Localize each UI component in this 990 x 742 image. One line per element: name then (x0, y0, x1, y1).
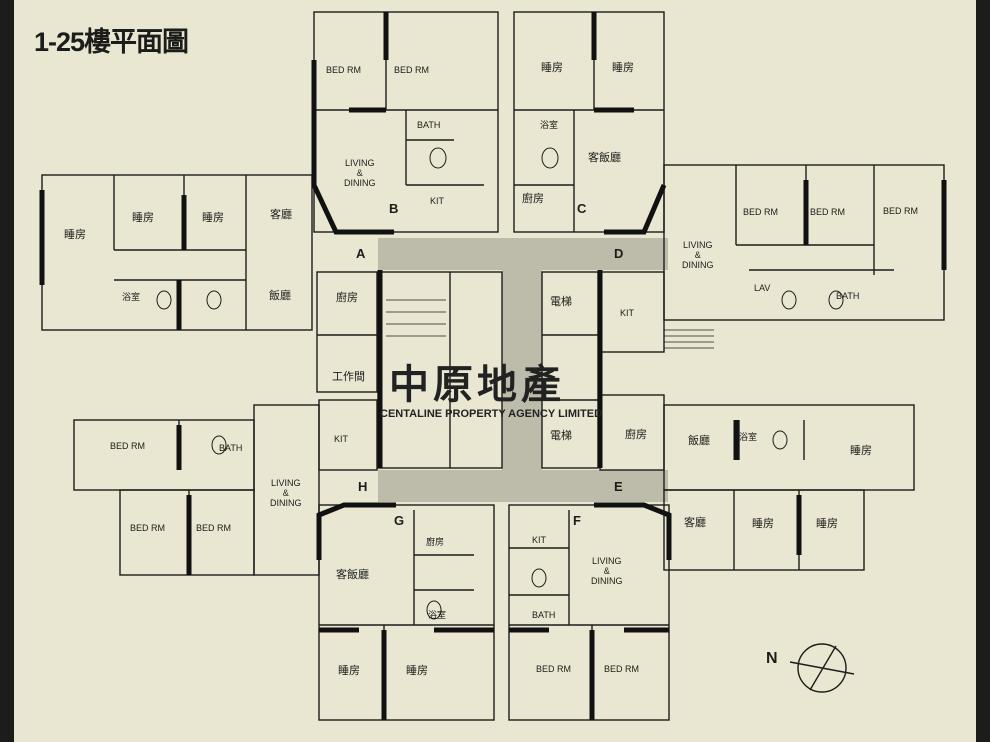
room-label: 廚房 (522, 193, 544, 205)
room-label: 睡房 (850, 445, 872, 457)
room-label: BED RM (536, 664, 572, 674)
room-label: BED RM (743, 207, 779, 217)
room-label: BED RM (883, 206, 919, 216)
room-label: 睡房 (202, 212, 224, 224)
room-label: 睡房 (752, 518, 774, 530)
room-label: 浴室 (122, 292, 141, 302)
room-label: 浴室 (428, 610, 447, 620)
room-label: 飯廳 (688, 435, 710, 447)
room-label: 廚房 (625, 429, 647, 441)
room-label: BED RM (604, 664, 640, 674)
room-label: 廚房 (336, 292, 358, 304)
room-label: KIT (620, 308, 635, 318)
room-label: 工作間 (332, 371, 365, 383)
room-label: LIVING & DINING (682, 240, 714, 270)
room-label: 睡房 (338, 665, 360, 677)
fixtures (156, 147, 844, 620)
room-label: 睡房 (816, 518, 838, 530)
page-title: 1-25樓平面圖 (34, 27, 189, 57)
room-label: BATH (417, 120, 441, 130)
room-label: BED RM (196, 523, 232, 533)
room-label: BATH (532, 610, 556, 620)
room-label: 客飯廳 (336, 569, 369, 581)
unit-label-d: D (614, 246, 624, 261)
room-label: 客廳 (684, 517, 706, 529)
unit-label-e: E (614, 479, 623, 494)
room-label: 睡房 (541, 62, 563, 74)
room-label: 睡房 (406, 665, 428, 677)
unit-label-g: G (394, 513, 405, 528)
room-label: LAV (754, 283, 771, 293)
room-label: 睡房 (64, 229, 86, 241)
room-label: 睡房 (132, 212, 154, 224)
room-label: BED RM (130, 523, 166, 533)
room-label: 浴室 (739, 432, 758, 442)
heavy-walls (39, 12, 947, 720)
unit-label-a: A (356, 246, 366, 261)
room-label: KIT (430, 196, 445, 206)
room-label: BATH (836, 291, 860, 301)
room-label: 廚房 (426, 537, 445, 547)
room-label: LIVING & DINING (591, 556, 623, 586)
room-label: BED RM (810, 207, 846, 217)
room-label: KIT (334, 434, 349, 444)
room-label: KIT (532, 535, 547, 545)
room-label: BED RM (110, 441, 146, 451)
room-label: 電梯 (550, 430, 572, 442)
agency-logo-chinese: 中原地產 (389, 361, 565, 408)
room-label: LIVING & DINING (270, 478, 302, 508)
room-label: 浴室 (540, 120, 559, 130)
room-label: 飯廳 (269, 290, 291, 302)
room-label: 客飯廳 (588, 152, 621, 164)
room-label: 客廳 (270, 209, 292, 221)
agency-logo-english: CENTALINE PROPERTY AGENCY LIMITED (380, 408, 603, 420)
unit-label-h: H (358, 479, 368, 494)
room-label: BATH (219, 443, 243, 453)
room-label: 睡房 (612, 62, 634, 74)
unit-label-f: F (573, 513, 581, 528)
room-label: LIVING & DINING (344, 158, 376, 188)
room-label: BED RM (394, 65, 430, 75)
unit-label-b: B (389, 201, 399, 216)
thin-walls (41, 11, 945, 721)
north-arrow-label: N (766, 650, 778, 667)
floor-plan-drawing (39, 11, 947, 721)
floor-plan-sheet: 1-25樓平面圖 A B C D E F G H BED RM BED RM B… (14, 0, 976, 742)
room-label: BED RM (326, 65, 362, 75)
room-label: 電梯 (550, 296, 572, 308)
central-corridor (378, 238, 668, 502)
unit-label-c: C (577, 201, 587, 216)
